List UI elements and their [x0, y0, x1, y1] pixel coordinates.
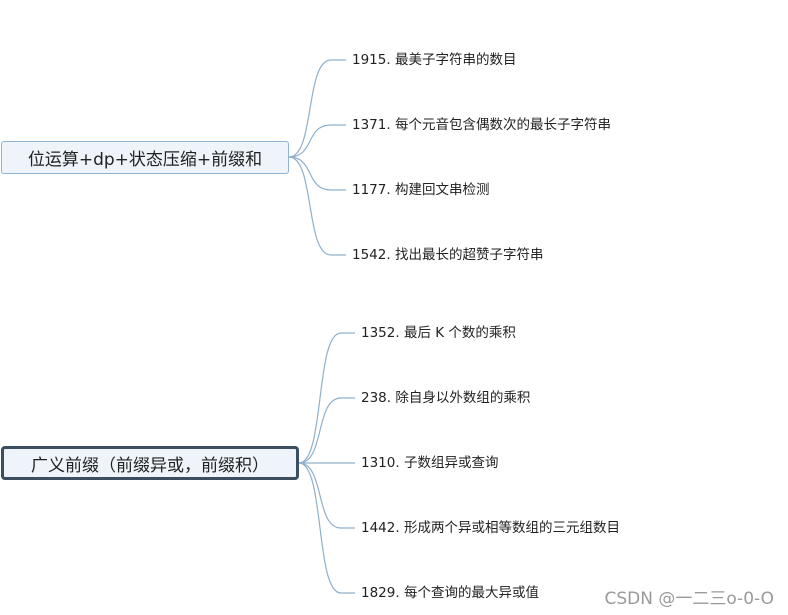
subtopic-1371[interactable]: 1371. 每个元音包含偶数次的最长子字符串	[352, 117, 611, 133]
subtopic-1829[interactable]: 1829. 每个查询的最大异或值	[361, 585, 539, 601]
central-topic-bitmask-dp[interactable]: 位运算+dp+状态压缩+前缀和	[1, 141, 289, 174]
central-topic-label: 广义前缀（前缀异或，前缀积）	[31, 455, 269, 476]
connector-group-1	[288, 59, 346, 256]
subtopic-1177[interactable]: 1177. 构建回文串检测	[352, 182, 490, 198]
connector-line	[288, 59, 346, 158]
connector-line	[298, 462, 355, 594]
subtopic-1542[interactable]: 1542. 找出最长的超赞子字符串	[352, 247, 544, 263]
central-topic-generalized-prefix[interactable]: 广义前缀（前缀异或，前缀积）	[1, 446, 299, 480]
subtopic-1915[interactable]: 1915. 最美子字符串的数目	[352, 52, 517, 68]
connector-line	[288, 124, 346, 158]
connector-line	[288, 156, 346, 256]
subtopic-1352[interactable]: 1352. 最后 K 个数的乘积	[361, 325, 516, 341]
connector-line	[298, 332, 355, 464]
connector-line	[288, 156, 346, 191]
csdn-watermark: CSDN @一二三o-0-O	[604, 589, 774, 609]
central-topic-label: 位运算+dp+状态压缩+前缀和	[27, 150, 263, 170]
connector-line	[298, 397, 355, 464]
subtopic-1442[interactable]: 1442. 形成两个异或相等数组的三元组数目	[361, 520, 620, 536]
connector-group-2	[298, 332, 355, 594]
connector-line	[298, 462, 355, 529]
subtopic-238[interactable]: 238. 除自身以外数组的乘积	[361, 390, 531, 406]
subtopic-1310[interactable]: 1310. 子数组异或查询	[361, 455, 499, 471]
